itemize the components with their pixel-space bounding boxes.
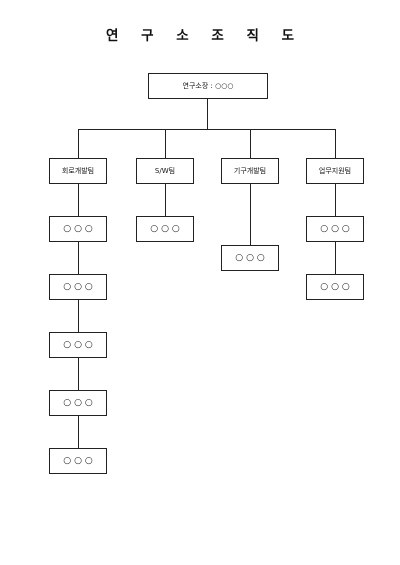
team-connector [250, 129, 251, 158]
member-box: ○○○ [136, 216, 194, 242]
member-connector [78, 242, 79, 274]
member-box: ○○○ [49, 274, 107, 300]
team-box-circuit: 회로개발팀 [49, 158, 107, 184]
member-connector [335, 242, 336, 274]
member-box: ○○○ [49, 448, 107, 474]
member-connector [78, 416, 79, 448]
team-box-mechanical: 기구개발팀 [221, 158, 279, 184]
director-box: 연구소장 : ○○○ [148, 73, 268, 99]
member-box: ○○○ [49, 332, 107, 358]
member-connector [78, 358, 79, 390]
member-box: ○○○ [221, 245, 279, 271]
member-connector [335, 184, 336, 216]
org-chart-title: 연 구 소 조 직 도 [105, 28, 304, 44]
team-connector [78, 129, 79, 158]
team-connector [335, 129, 336, 158]
member-box: ○○○ [49, 216, 107, 242]
member-connector [250, 184, 251, 245]
member-box: ○○○ [306, 274, 364, 300]
member-connector [165, 184, 166, 216]
member-connector [78, 184, 79, 216]
member-connector [78, 300, 79, 332]
team-box-support: 업무지원팀 [306, 158, 364, 184]
team-connector [165, 129, 166, 158]
team-bus-line [78, 129, 336, 130]
member-box: ○○○ [306, 216, 364, 242]
head-connector [207, 99, 208, 129]
member-box: ○○○ [49, 390, 107, 416]
team-box-software: S/W팀 [136, 158, 194, 184]
